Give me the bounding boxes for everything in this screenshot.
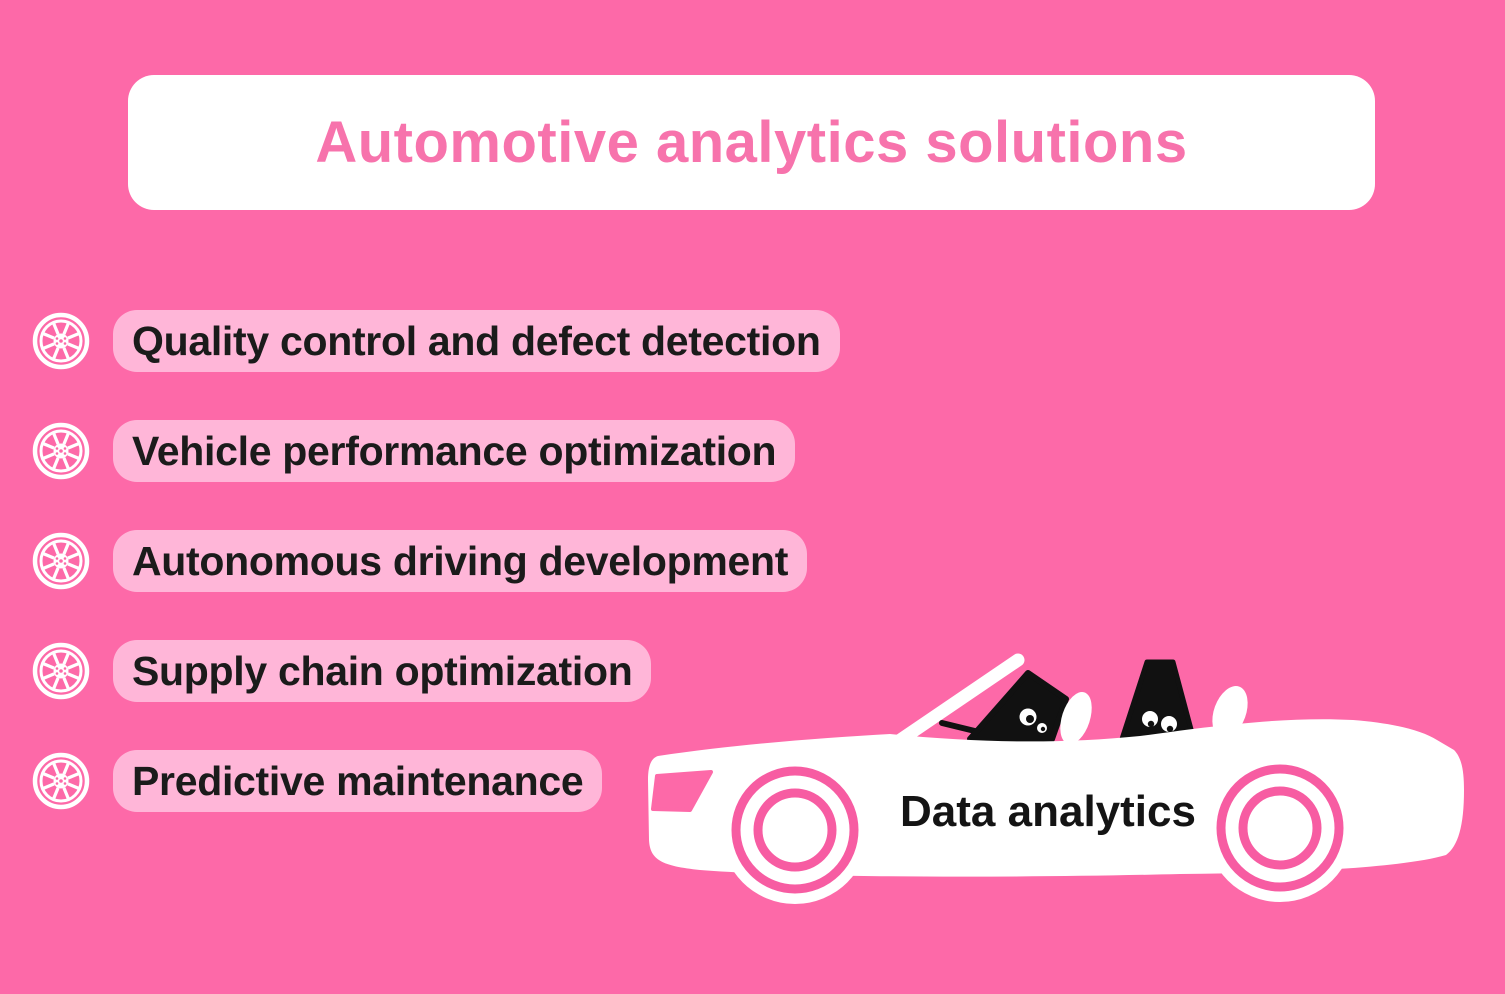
front-wheel [721,756,869,904]
car-illustration: Data analytics [640,640,1505,994]
rear-wheel [1206,754,1354,902]
passenger-character [1119,659,1195,742]
wheel-icon [32,422,90,480]
list-item: Vehicle performance optimization [32,420,840,482]
wheel-icon [32,642,90,700]
solution-pill: Autonomous driving development [113,530,808,592]
title-card: Automotive analytics solutions [128,75,1375,210]
solution-pill: Vehicle performance optimization [113,420,796,482]
headlight [651,770,713,812]
solution-label: Quality control and defect detection [132,317,821,364]
solutions-list: Quality control and defect detection [32,310,840,860]
wheel-icon [32,752,90,810]
list-item: Autonomous driving development [32,530,840,592]
list-item: Quality control and defect detection [32,310,840,372]
windshield [883,653,1025,754]
headrest [1060,691,1092,745]
list-item: Predictive maintenance [32,750,840,812]
solution-pill: Predictive maintenance [113,750,603,812]
solution-label: Autonomous driving development [132,537,789,584]
car-label: Data analytics [900,787,1196,836]
solution-label: Predictive maintenance [132,757,584,804]
solution-pill: Quality control and defect detection [113,310,840,372]
list-item: Supply chain optimization [32,640,840,702]
solution-label: Supply chain optimization [132,647,633,694]
driver-character [939,670,1069,742]
page-title: Automotive analytics solutions [315,110,1188,175]
solution-pill: Supply chain optimization [113,640,652,702]
wheel-icon [32,312,90,370]
solution-label: Vehicle performance optimization [132,427,777,474]
wheel-icon [32,532,90,590]
